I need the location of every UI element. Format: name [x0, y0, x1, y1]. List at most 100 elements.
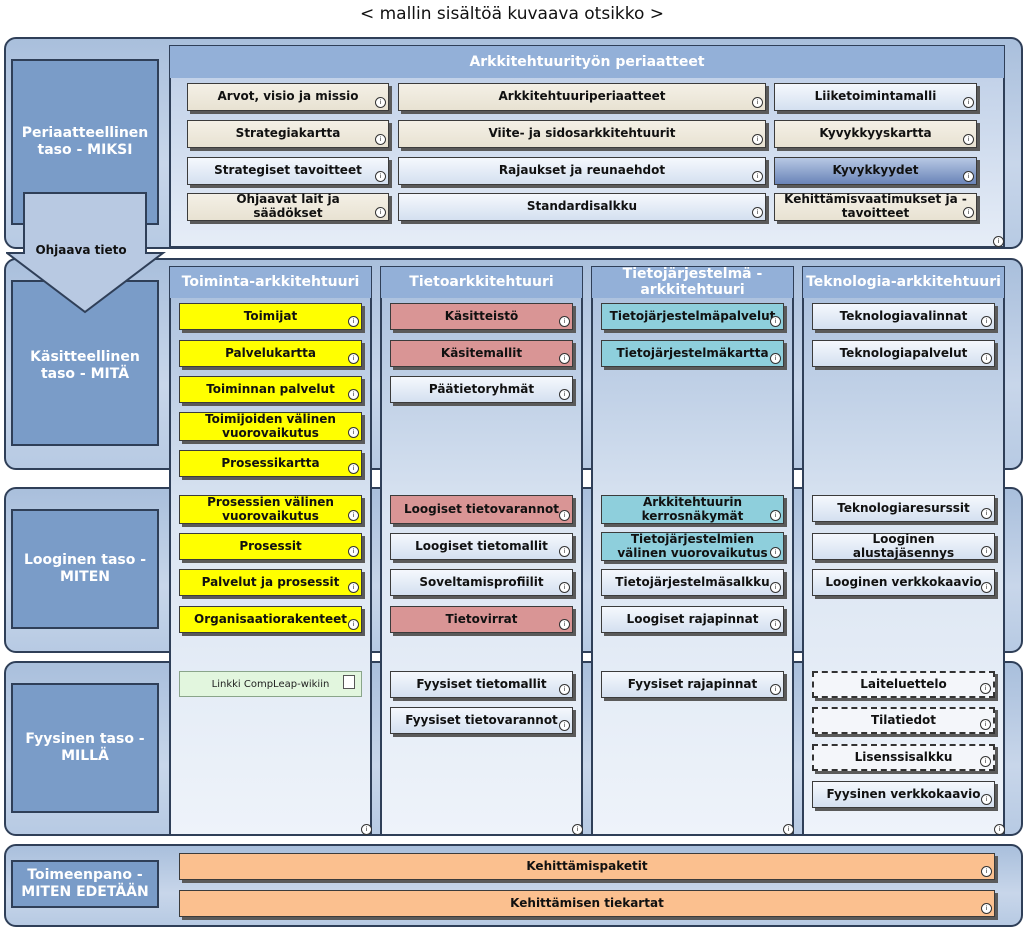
- info-icon[interactable]: i: [375, 134, 386, 145]
- info-icon[interactable]: i: [981, 316, 992, 327]
- info-icon[interactable]: i: [980, 756, 991, 767]
- info-icon[interactable]: i: [980, 719, 991, 730]
- info-icon[interactable]: i: [770, 353, 781, 364]
- info-icon[interactable]: i: [993, 236, 1004, 247]
- info-icon[interactable]: i: [770, 582, 781, 593]
- info-icon[interactable]: i: [770, 510, 781, 521]
- info-icon[interactable]: i: [963, 171, 974, 182]
- info-icon[interactable]: i: [752, 171, 763, 182]
- info-icon[interactable]: i: [559, 510, 570, 521]
- info-icon[interactable]: i: [981, 794, 992, 805]
- info-icon[interactable]: i: [559, 720, 570, 731]
- info-icon[interactable]: i: [752, 134, 763, 145]
- info-icon[interactable]: i: [375, 97, 386, 108]
- info-icon[interactable]: i: [559, 619, 570, 630]
- info-icon[interactable]: i: [981, 546, 992, 557]
- info-icon[interactable]: i: [981, 353, 992, 364]
- info-icon[interactable]: i: [559, 582, 570, 593]
- info-icon[interactable]: i: [994, 824, 1005, 835]
- info-icon[interactable]: i: [981, 866, 992, 877]
- info-icon[interactable]: i: [348, 427, 359, 438]
- info-icon[interactable]: i: [770, 547, 781, 558]
- info-icon[interactable]: i: [783, 824, 794, 835]
- info-icon[interactable]: i: [752, 97, 763, 108]
- info-icon[interactable]: i: [375, 207, 386, 218]
- info-icon[interactable]: i: [981, 582, 992, 593]
- info-icon[interactable]: i: [348, 463, 359, 474]
- info-icon[interactable]: i: [348, 316, 359, 327]
- info-icon[interactable]: i: [572, 824, 583, 835]
- info-icon[interactable]: i: [348, 353, 359, 364]
- info-icon[interactable]: i: [752, 207, 763, 218]
- info-icon[interactable]: i: [559, 353, 570, 364]
- info-icon[interactable]: i: [770, 316, 781, 327]
- info-icon[interactable]: i: [361, 824, 372, 835]
- info-icon[interactable]: i: [963, 97, 974, 108]
- logical-item[interactable]: Tietojärjestelmien välinen vuorovaikutus…: [601, 532, 784, 561]
- info-icon[interactable]: i: [348, 619, 359, 630]
- info-icon[interactable]: i: [963, 134, 974, 145]
- info-icon[interactable]: i: [348, 510, 359, 521]
- info-icon[interactable]: i: [770, 684, 781, 695]
- info-icon[interactable]: i: [348, 582, 359, 593]
- info-icon[interactable]: i: [375, 171, 386, 182]
- info-icon[interactable]: i: [963, 207, 974, 218]
- info-icon[interactable]: i: [559, 316, 570, 327]
- wiki-link[interactable]: Linkki CompLeap-wikiin: [179, 671, 362, 697]
- info-icon[interactable]: i: [981, 508, 992, 519]
- info-icon[interactable]: i: [981, 903, 992, 914]
- info-icon[interactable]: i: [770, 619, 781, 630]
- info-icon[interactable]: i: [559, 546, 570, 557]
- info-icon[interactable]: i: [348, 389, 359, 400]
- info-icon[interactable]: i: [559, 389, 570, 400]
- info-icon[interactable]: i: [980, 683, 991, 694]
- info-icon[interactable]: i: [559, 684, 570, 695]
